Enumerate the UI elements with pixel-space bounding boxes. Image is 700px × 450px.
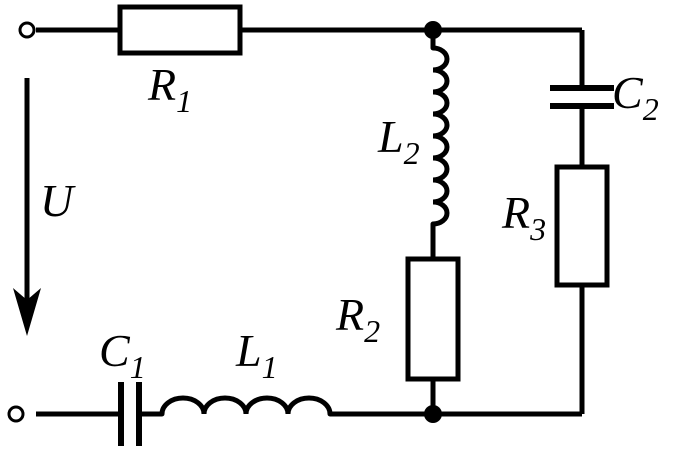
inductor-l1 — [159, 395, 333, 417]
resistor-r2 — [405, 256, 461, 382]
label-l1: L1 — [235, 325, 278, 385]
label-u: U — [40, 175, 76, 226]
node-bottom-junction — [424, 405, 442, 423]
inductor-l2 — [430, 45, 450, 227]
label-r1: R1 — [147, 59, 192, 119]
resistor-r1 — [117, 4, 243, 56]
voltage-arrow-head — [13, 288, 41, 336]
label-r2: R2 — [335, 289, 380, 349]
node-top-junction — [424, 21, 442, 39]
terminal-bottom — [7, 405, 25, 423]
terminal-top — [18, 21, 36, 39]
label-c1: C1 — [99, 325, 146, 385]
resistor-r3 — [554, 164, 610, 288]
label-l2: L2 — [377, 111, 420, 171]
label-c2: C2 — [612, 67, 659, 127]
label-r3: R3 — [501, 187, 546, 247]
